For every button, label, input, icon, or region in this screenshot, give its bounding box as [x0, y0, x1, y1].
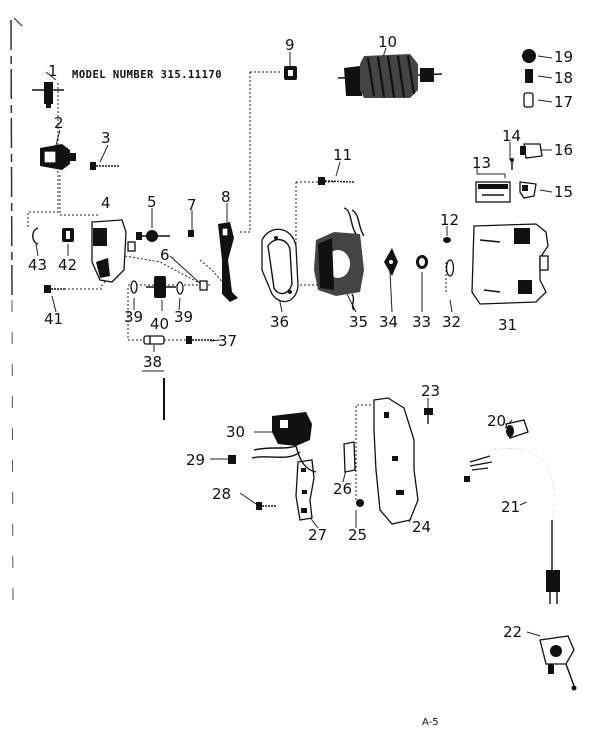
part-number-labels: 1 2 3 4 5 6 7 8 9 10 11 12 13 14 15 16 1… — [28, 33, 573, 641]
callout-1: 1 — [48, 62, 58, 80]
part-30-switch — [251, 412, 317, 473]
part-25-screw — [356, 499, 364, 507]
leader-lines — [35, 47, 553, 637]
part-42-bushing — [62, 228, 74, 242]
callout-40: 40 — [150, 315, 169, 333]
part-17-brush — [523, 92, 534, 108]
part-6-washer — [127, 241, 208, 291]
part-37-screw — [186, 336, 214, 344]
callout-36: 36 — [270, 313, 289, 331]
part-4-gear-case — [91, 219, 127, 283]
callout-30: 30 — [226, 423, 245, 441]
callout-12: 12 — [440, 211, 459, 229]
callout-18: 18 — [554, 69, 573, 87]
callout-19: 19 — [554, 48, 573, 66]
part-43-retaining-ring — [32, 227, 39, 245]
part-31-motor-housing — [471, 223, 549, 305]
callout-5: 5 — [147, 193, 157, 211]
part-9-bearing — [284, 66, 297, 80]
scan-edge-marks — [10, 17, 165, 601]
part-18-spring — [525, 69, 533, 83]
callout-16: 16 — [554, 141, 573, 159]
callout-28: 28 — [212, 485, 231, 503]
part-41-screw — [44, 285, 66, 293]
callout-35: 35 — [349, 313, 368, 331]
callout-31: 31 — [498, 316, 517, 334]
part-1-chuck-key — [32, 82, 64, 108]
page-code: A-5 — [422, 717, 439, 728]
callout-11: 11 — [333, 146, 352, 164]
callout-8: 8 — [221, 188, 231, 206]
part-33-washer — [416, 255, 428, 269]
callout-29: 29 — [186, 451, 205, 469]
callout-33: 33 — [412, 313, 431, 331]
callout-39-right: 39 — [174, 308, 193, 326]
part-21-power-cord — [464, 448, 560, 604]
part-35-field-assembly — [314, 207, 365, 311]
callout-23: 23 — [421, 382, 440, 400]
callout-6: 6 — [160, 246, 170, 264]
part-26-insulator — [343, 441, 356, 473]
callout-14: 14 — [502, 127, 521, 145]
callout-15: 15 — [554, 183, 573, 201]
part-40-gear — [146, 276, 176, 298]
part-13-nameplate — [475, 181, 511, 203]
part-16-brush-holder — [520, 143, 543, 159]
callout-13: 13 — [472, 154, 491, 172]
part-7-key — [188, 230, 194, 237]
callout-3: 3 — [101, 129, 111, 147]
callout-7: 7 — [187, 196, 197, 214]
part-20-strain-relief — [505, 419, 529, 439]
part-24-handle-half — [373, 397, 419, 525]
callout-34: 34 — [379, 313, 398, 331]
part-23-screw — [424, 408, 433, 424]
callout-41: 41 — [44, 310, 63, 328]
callout-25: 25 — [348, 526, 367, 544]
callout-43: 43 — [28, 256, 47, 274]
model-number-label: MODEL NUMBER 315.11170 — [72, 69, 222, 81]
part-12-washer — [443, 237, 451, 243]
callout-32: 32 — [442, 313, 461, 331]
callout-20: 20 — [487, 412, 506, 430]
callout-38: 38 — [143, 353, 162, 371]
part-32-bearing — [445, 259, 455, 277]
callout-27: 27 — [308, 526, 327, 544]
part-2-chuck — [40, 144, 76, 170]
part-19-cap — [522, 49, 536, 63]
part-39-washer-right — [176, 281, 184, 295]
part-38-pin — [143, 335, 165, 345]
callout-42: 42 — [58, 256, 77, 274]
part-8-lever — [218, 222, 238, 302]
part-36-gasket-plate — [261, 228, 299, 303]
part-34-fan-baffle — [384, 248, 398, 276]
callout-22: 22 — [503, 623, 522, 641]
callout-26: 26 — [333, 480, 352, 498]
part-14-rivet — [510, 158, 514, 170]
part-5-spindle — [136, 230, 170, 242]
part-15-brush-cap — [519, 181, 537, 199]
callout-17: 17 — [554, 93, 573, 111]
part-28-screw — [256, 502, 276, 510]
part-22-adapter-plug — [539, 635, 577, 691]
part-11-screw — [318, 177, 355, 185]
part-10-armature — [337, 54, 443, 98]
part-27-switch-plate — [295, 459, 315, 521]
callout-24: 24 — [412, 518, 431, 536]
callout-9: 9 — [285, 36, 295, 54]
callout-10: 10 — [378, 33, 397, 51]
part-39-washer-left — [130, 280, 138, 294]
part-3-screw — [90, 162, 120, 170]
callout-39-left: 39 — [124, 308, 143, 326]
callout-2: 2 — [54, 114, 64, 132]
callout-21: 21 — [501, 498, 520, 516]
callout-4: 4 — [101, 194, 111, 212]
callout-37: 37 — [218, 332, 237, 350]
part-29-screw — [228, 455, 236, 464]
